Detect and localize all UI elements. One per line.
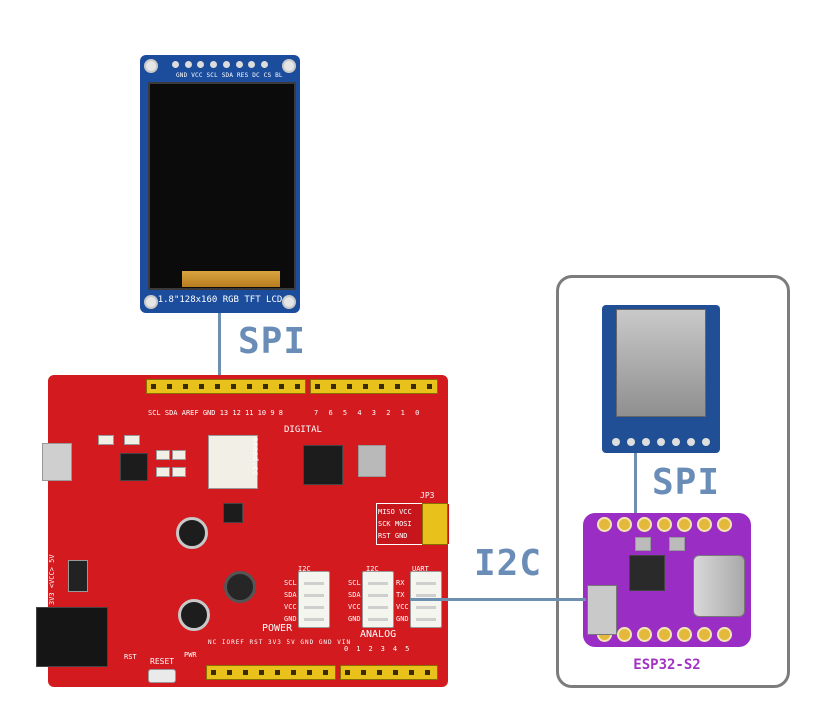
lcd-screen [148, 82, 296, 290]
usb-chip [120, 453, 148, 481]
voltage-switch-label: 3V3 <VCC> 5V [48, 554, 56, 605]
smd-component [172, 450, 186, 460]
lcd-pin-labels: GND VCC SCL SDA RES DC CS BL [176, 72, 283, 79]
lcd-connection-line [218, 313, 221, 375]
grove-uart-label: UART [412, 565, 429, 573]
regulator-chip [223, 503, 243, 523]
top-pins-left-labels: SCL SDA AREF GND 13 12 11 10 9 8 [148, 409, 283, 417]
capacitor [178, 599, 210, 631]
mount-hole [282, 295, 296, 309]
jp3-label: JP3 [420, 491, 435, 500]
icsp-header [422, 503, 448, 545]
usb-c-port [693, 555, 745, 617]
mount-hole [282, 59, 296, 73]
mount-hole [144, 59, 158, 73]
smd-component [172, 467, 186, 477]
sd-connection-line [634, 453, 637, 513]
esp32-s2-board [583, 513, 751, 647]
reset-label: RESET [150, 657, 175, 666]
lcd-pin-pads [172, 61, 268, 68]
tft-lcd-module: GND VCC SCL SDA RES DC CS BL 1.8"128x160… [140, 55, 300, 313]
grove-i2c-port-2[interactable] [362, 571, 394, 628]
microcontroller-chip [303, 445, 343, 485]
sd-card-slot [616, 309, 706, 417]
brand-label: seeed.cc [251, 437, 260, 476]
rst-label: RST [124, 653, 137, 661]
power-pin-labels: NC IOREF RST 3V3 5V GND GND VIN [208, 639, 352, 646]
capacitor [176, 517, 208, 549]
smd-component [156, 450, 170, 460]
lcd-spi-label: SPI [238, 321, 307, 362]
mount-hole [144, 295, 158, 309]
smd-component [156, 467, 170, 477]
grove-i2c-label: I2C [298, 565, 311, 573]
inductor [224, 571, 256, 603]
analog-header [340, 665, 438, 680]
sd-pin-pads [612, 438, 710, 446]
smd-component [98, 435, 114, 445]
button[interactable] [669, 537, 685, 551]
smd-component [124, 435, 140, 445]
power-label: POWER [262, 623, 293, 634]
analog-label: ANALOG [360, 629, 397, 640]
digital-label: DIGITAL [284, 425, 322, 435]
esp32-label: ESP32-S2 [633, 657, 701, 673]
digital-header-left [146, 379, 306, 394]
digital-header-right [310, 379, 438, 394]
micro-usb-port [42, 443, 72, 481]
top-pins-right-labels: 7 6 5 4 3 2 1 0 [314, 409, 423, 417]
crystal [358, 445, 386, 477]
grove-i2c-port-1[interactable] [298, 571, 330, 628]
qr-code [208, 435, 258, 489]
grove-i2c-2-label: I2C [366, 565, 379, 573]
lcd-caption: 1.8"128x160 RGB TFT LCD [157, 295, 283, 305]
i2c-label: I2C [474, 543, 543, 584]
pwr-label: PWR [184, 651, 197, 659]
i2c-connection-line [410, 598, 586, 601]
lcd-flex-cable [182, 271, 280, 287]
power-header [206, 665, 336, 680]
reset-button[interactable] [148, 669, 176, 683]
button[interactable] [635, 537, 651, 551]
stemma-qt-connector [587, 585, 617, 635]
seeeduino-board: SCL SDA AREF GND 13 12 11 10 9 8 7 6 5 4… [36, 375, 450, 687]
dc-power-jack [36, 607, 108, 667]
analog-pin-labels: 012345 [344, 645, 418, 653]
voltage-switch[interactable] [68, 560, 88, 592]
sd-spi-label: SPI [652, 462, 721, 503]
microsd-card-module [602, 305, 720, 453]
esp32-chip [629, 555, 665, 591]
